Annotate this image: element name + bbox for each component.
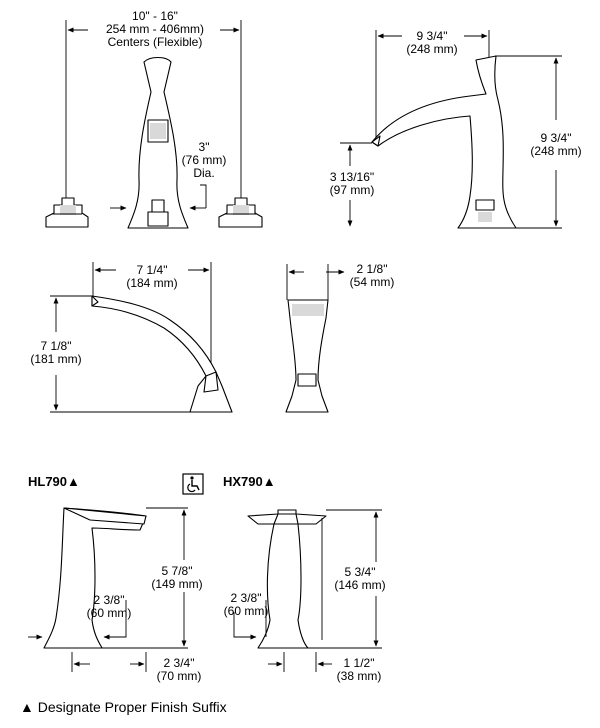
hl-height-metric-label: (149 mm) [151,577,202,591]
hx-width-metric-label: (38 mm) [337,669,382,683]
hl790-handle [43,507,147,649]
hx-height-metric-label: (146 mm) [334,578,385,592]
wheelchair-icon [182,473,204,495]
hand-shower-view: 2 1/8" (54 mm) [285,262,395,413]
left-valve [45,197,89,228]
side-view: 9 3/4" (248 mm) 9 3/4" (248 mm) 3 13/16"… [330,29,582,229]
tub-reach-metric-label: (184 mm) [126,276,177,290]
hl-width-label: 2 3/4" [164,656,195,670]
hl790-model-label: HL790▲ [28,474,80,489]
right-valve [218,197,263,228]
height-label: 9 3/4" [541,131,572,145]
reach-metric-label: (248 mm) [406,42,457,56]
hl-base-label: 2 3/8" [94,593,125,607]
hx-width-label: 1 1/2" [344,656,375,670]
front-view: 10" - 16" 254 mm - 406mm) Centers (Flexi… [45,9,263,229]
spout-side [371,55,517,229]
hx790-handle [247,509,327,649]
hl-height-label: 5 7/8" [162,564,193,578]
tub-spout [91,295,233,413]
clearance-metric-label: (97 mm) [330,183,375,197]
hl-width-metric-label: (70 mm) [157,669,202,683]
tub-spout-view: 7 1/4" (184 mm) 7 1/8" (181 mm) [30,262,233,413]
hx790-view: HX790▲ 5 3/4" (146 mm) 2 3/8" (60 mm) 1 … [223,474,386,683]
dia-note-label: Dia. [193,166,214,180]
centers-metric-label: 254 mm - 406mm) [106,22,204,36]
hx-base-label: 2 3/8" [231,591,262,605]
dia-label: 3" [199,140,210,154]
tub-reach-label: 7 1/4" [137,263,168,277]
centers-range-label: 10" - 16" [132,9,178,23]
hx-height-label: 5 3/4" [345,565,376,579]
hand-width-label: 2 1/8" [357,262,388,276]
reach-label: 9 3/4" [417,29,448,43]
hand-width-metric-label: (54 mm) [350,275,395,289]
finish-suffix-note: ▲ Designate Proper Finish Suffix [20,699,227,715]
dia-metric-label: (76 mm) [182,153,227,167]
tub-height-label: 7 1/8" [41,339,72,353]
clearance-label: 3 13/16" [330,170,374,184]
height-metric-label: (248 mm) [530,144,581,158]
hx-base-metric-label: (60 mm) [224,604,269,618]
hand-shower [285,299,329,413]
center-spout-front [127,56,189,229]
hx790-model-label: HX790▲ [223,474,276,489]
hl790-view: HL790▲ 5 7/8" (149 mm) 2 3/8" (60 mm) 2 … [28,473,204,683]
tub-height-metric-label: (181 mm) [30,352,81,366]
hl-base-metric-label: (60 mm) [87,606,132,620]
centers-note-label: Centers (Flexible) [108,35,203,49]
